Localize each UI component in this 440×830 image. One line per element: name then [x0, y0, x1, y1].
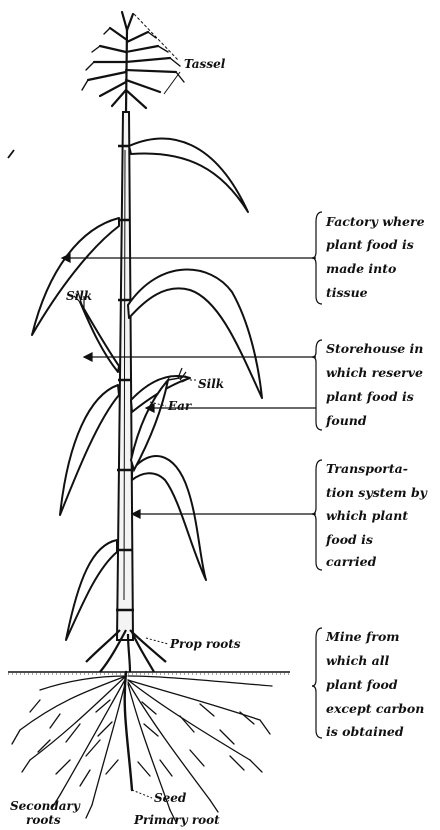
annotation-mine: Mine from which all plant food except ca…: [325, 629, 424, 739]
stalk-illustration: [116, 112, 134, 640]
annotation-storehouse: Storehouse in which reserve plant food i…: [325, 341, 423, 428]
stray-mark: [8, 150, 14, 158]
label-silk-left: Silk: [66, 289, 92, 303]
annotation-line: Transporta-: [326, 461, 408, 476]
annotation-line: which plant: [326, 508, 408, 523]
label-ear: Ear: [167, 399, 193, 413]
annotation-line: plant food is: [326, 237, 414, 252]
annotation-line: found: [325, 413, 367, 428]
label-tassel: Tassel: [184, 57, 226, 71]
annotation-line: food is: [325, 532, 373, 547]
annotation-line: Mine from: [325, 629, 400, 644]
annotation-braces: [312, 212, 322, 738]
annotation-line: Storehouse in: [326, 341, 423, 356]
leaves-illustration: [32, 139, 262, 640]
annotation-arrows: [62, 254, 316, 518]
annotation-line: plant food is: [326, 389, 414, 404]
annotation-line: which all: [326, 653, 389, 668]
label-prop-roots: Prop roots: [169, 637, 241, 651]
label-secondary-roots-line2: roots: [26, 813, 61, 827]
annotation-line: is obtained: [326, 724, 404, 739]
annotation-line: which reserve: [326, 365, 423, 380]
annotation-line: carried: [326, 554, 377, 569]
annotation-factory: Factory where plant food is made into ti…: [325, 214, 425, 300]
annotation-line: plant food: [326, 677, 398, 692]
tassel-illustration: [82, 12, 184, 112]
annotation-line: Factory where: [325, 214, 425, 229]
label-silk-right: Silk: [198, 377, 224, 391]
annotation-transportation: Transporta- tion system by which plant f…: [325, 461, 428, 569]
label-seed: Seed: [154, 791, 187, 805]
annotation-line: except carbon: [326, 701, 424, 716]
annotation-line: tion system by: [326, 485, 428, 500]
annotation-line: made into: [326, 261, 396, 276]
ground-line: [8, 672, 290, 674]
annotation-line: tissue: [326, 285, 368, 300]
label-primary-root: Primary root: [133, 813, 220, 827]
label-secondary-roots-line1: Secondary: [10, 799, 81, 813]
